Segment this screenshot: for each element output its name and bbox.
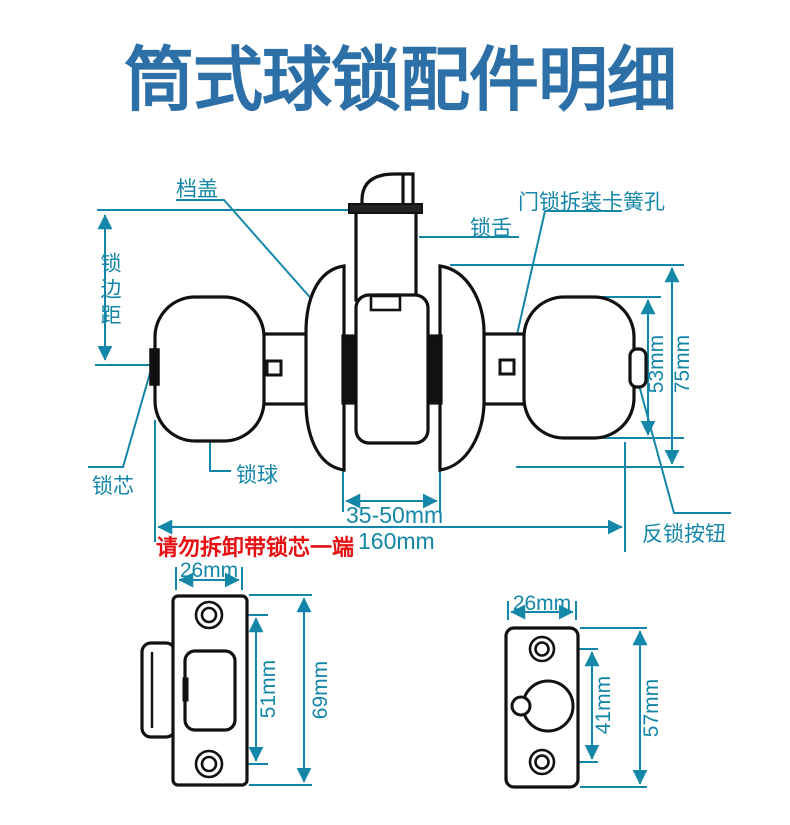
lock-chassis: [354, 293, 430, 445]
dim-faceplate-width: 26mm: [512, 592, 572, 615]
latch-tube: [354, 206, 418, 302]
right-rosette: [438, 264, 486, 472]
label-cover-plate: 档盖: [176, 178, 218, 201]
dim-strike-height: 69mm: [309, 660, 332, 720]
chassis-notch: [369, 294, 402, 312]
latch-faceplate-drawing: [504, 626, 580, 789]
dim-faceplate-height: 57mm: [640, 678, 663, 738]
strike-detent: [182, 677, 189, 702]
latch-bolt-shape: [360, 172, 415, 207]
label-edge-distance: 锁边距: [98, 252, 121, 330]
lock-assembly-drawing: [149, 172, 648, 472]
right-knob: [522, 295, 636, 440]
dim-strike-hole-spacing: 51mm: [257, 659, 280, 719]
label-anti-lock-button: 反锁按钮: [642, 523, 726, 546]
strike-plate-drawing: [140, 594, 249, 787]
label-latch-bolt: 锁舌: [470, 217, 512, 240]
dim-overall-length: 160mm: [358, 528, 435, 554]
latch-face-bar: [348, 203, 423, 214]
left-spindle-square: [265, 359, 283, 377]
warning-text: 请勿拆卸带锁芯一端: [156, 535, 355, 560]
label-clip-hole: 门锁拆装卡簧孔: [518, 191, 665, 214]
label-lock-cylinder: 锁芯: [92, 475, 134, 498]
dim-rose-diameter: 75mm: [671, 334, 694, 394]
strike-latch-opening: [183, 649, 237, 732]
anti-lock-button-shape: [628, 347, 648, 389]
strike-dust-box: [140, 641, 177, 739]
left-knob: [153, 295, 266, 443]
dim-strike-width: 26mm: [179, 559, 239, 582]
dimension-lines: [88, 199, 731, 788]
dim-door-thickness: 35-50mm: [346, 502, 444, 528]
lock-cylinder-mark: [149, 348, 160, 386]
right-shaft: [427, 334, 443, 405]
left-rosette: [304, 264, 346, 472]
faceplate-small-hole: [510, 695, 532, 717]
page-title: 筒式球锁配件明细: [124, 41, 677, 119]
dim-knob-diameter: 53mm: [645, 334, 668, 394]
label-lock-knob: 锁球: [236, 464, 278, 487]
clip-hole-square: [498, 358, 516, 376]
dim-faceplate-hole-spacing: 41mm: [592, 675, 615, 735]
